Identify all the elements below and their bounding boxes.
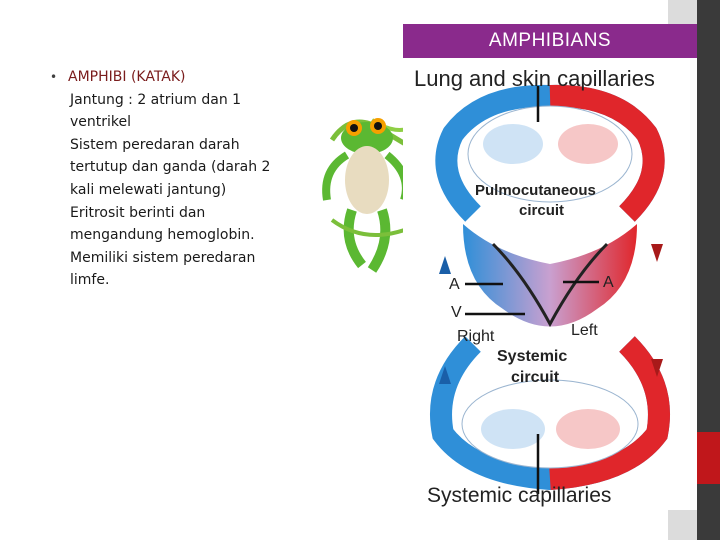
bullet-line: Sistem peredaran darah [70,136,240,153]
atrium-left-label: A [449,276,460,293]
systemic-circuit-label: circuit [511,369,560,386]
bullet-dot-icon: • [50,70,58,84]
circulation-figure: AMPHIBIANS [403,24,697,510]
lung-capillaries-label: Lung and skin capillaries [414,66,655,91]
side-dark-strip [697,0,720,540]
atrium-right-label: A [603,274,614,291]
bullet-line: kali melewati jantung) [70,181,227,198]
left-side-label: Left [571,322,598,339]
bullet-line: ventrikel [70,114,132,131]
bullet-line: tertutup dan ganda (darah 2 [70,159,271,176]
bullet-block: • AMPHIBI (KATAK) Jantung : 2 atrium dan… [50,66,290,292]
ventricle-label: V [451,304,462,321]
bullet-line: Jantung : 2 atrium dan 1 [70,91,242,108]
bullet-line: mengandung hemoglobin. [70,227,255,244]
bullet-line: Memiliki sistem peredaran [70,249,256,266]
figure-header: AMPHIBIANS [403,24,697,58]
right-side-label: Right [457,328,495,345]
systemic-capillaries-label: Systemic capillaries [427,484,612,507]
systemic-label: Systemic [497,348,568,365]
bullet-line: limfe. [70,272,110,289]
circulation-diagram [430,84,670,494]
side-red-accent [696,432,720,484]
pulmocutaneous-label: Pulmocutaneous [475,182,596,199]
bullet-line: Eritrosit berinti dan [70,204,206,221]
pulmocutaneous-circuit-label: circuit [519,202,565,219]
bullet-heading: AMPHIBI (KATAK) [68,69,186,85]
